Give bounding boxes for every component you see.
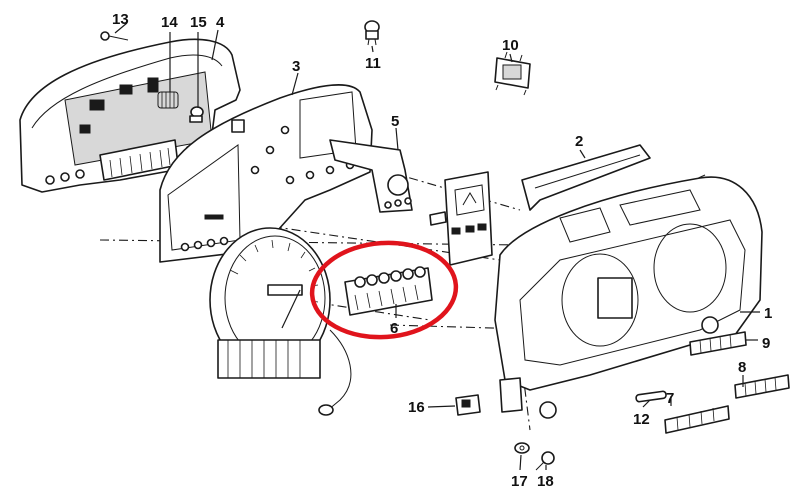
bulb-11 <box>364 20 380 46</box>
leader-lines <box>114 22 760 471</box>
callout-1: 1 <box>764 305 772 322</box>
connector-10 <box>494 51 531 96</box>
callout-7: 7 <box>666 390 674 407</box>
callout-9: 9 <box>762 335 770 352</box>
callout-10: 10 <box>502 37 519 54</box>
highlight-circle <box>309 240 459 340</box>
bulb-15 <box>189 106 204 123</box>
callout-17: 17 <box>511 473 528 490</box>
callout-2: 2 <box>575 133 583 150</box>
warning-indicator-panel <box>429 171 493 266</box>
callout-13: 13 <box>112 11 129 28</box>
pin-12 <box>635 390 667 403</box>
callout-12: 12 <box>633 411 650 428</box>
screw-13 <box>100 31 129 41</box>
callout-6: 6 <box>390 320 398 337</box>
callout-15: 15 <box>190 14 207 31</box>
instrument-housing-1 <box>494 176 763 419</box>
bulb-strip-6 <box>344 266 433 316</box>
callout-11: 11 <box>365 55 381 72</box>
callout-14: 14 <box>161 14 178 31</box>
callout-labels: 1 2 3 4 5 6 7 8 9 10 11 12 13 14 15 16 1… <box>112 11 772 490</box>
callout-18: 18 <box>537 473 554 490</box>
washer-17 <box>514 442 530 454</box>
label-strip-9 <box>689 331 747 356</box>
screw-18 <box>535 451 555 471</box>
callout-4: 4 <box>216 14 225 31</box>
switch-16 <box>455 394 481 416</box>
speedometer-gauge <box>209 227 352 416</box>
callout-16: 16 <box>408 399 425 416</box>
callout-5: 5 <box>391 113 399 130</box>
label-strip-7 <box>664 405 730 434</box>
trim-strip-2 <box>521 144 651 211</box>
label-strip-8 <box>734 374 790 399</box>
bracket-5 <box>329 139 413 213</box>
callout-3: 3 <box>292 58 300 75</box>
callout-8: 8 <box>738 359 746 376</box>
knob-14 <box>157 91 179 109</box>
